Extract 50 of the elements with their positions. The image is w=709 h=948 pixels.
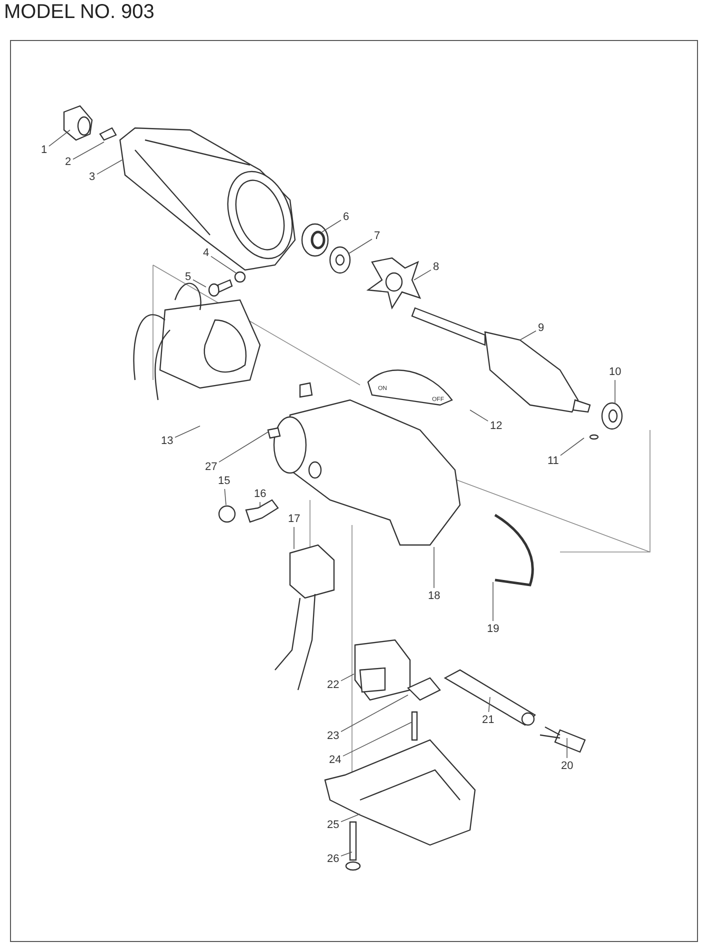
callout-number: 9 [538,322,544,334]
leader-line [340,852,352,856]
leader-line [492,582,494,622]
leader-line [560,438,584,456]
leader-line [470,410,488,422]
callout-number: 21 [482,714,494,726]
leader-line [614,380,616,404]
model-number-title: MODEL NO. 903 [4,0,154,24]
callout-number: 7 [374,230,380,242]
callout-number: 20 [561,760,574,772]
callout-number: 18 [428,590,440,602]
callout-number: 23 [327,730,340,742]
leader-line [48,130,70,147]
callout-number: 13 [161,435,174,447]
callout-number: 15 [218,475,230,487]
callout-number: 17 [288,513,300,525]
callout-number: 4 [203,247,210,259]
callout-number: 22 [327,679,340,691]
leader-line [174,426,200,438]
callout-number: 27 [205,461,218,473]
callout-number: 19 [487,623,500,635]
callout-number: 26 [327,853,340,865]
leader-line [192,279,206,288]
leader-line [520,330,536,340]
callout-number: 3 [89,171,96,183]
leader-line [340,814,360,822]
callout-number: 25 [327,819,340,831]
leader-line [224,488,226,506]
leader-line [348,238,372,254]
leader-line [322,220,342,232]
leader-line [342,722,412,756]
callout-number: 10 [609,366,622,378]
leader-line [488,696,490,712]
callout-number: 8 [433,261,440,273]
callout-number: 24 [329,754,342,766]
leader-line [72,142,104,160]
leader-line [414,270,432,280]
leader-line [210,256,236,274]
leader-line [340,694,408,732]
leader-line [340,674,354,682]
leader-line [96,160,122,175]
callout-number: 6 [343,211,350,223]
callout-number: 5 [185,271,192,283]
leader-line [566,738,568,758]
leader-line [218,432,268,462]
callout-number: 11 [548,455,559,467]
callout-number: 2 [65,156,72,168]
callout-number: 12 [490,420,502,432]
callout-number: 1 [41,144,48,156]
callout-number: 16 [254,488,266,500]
